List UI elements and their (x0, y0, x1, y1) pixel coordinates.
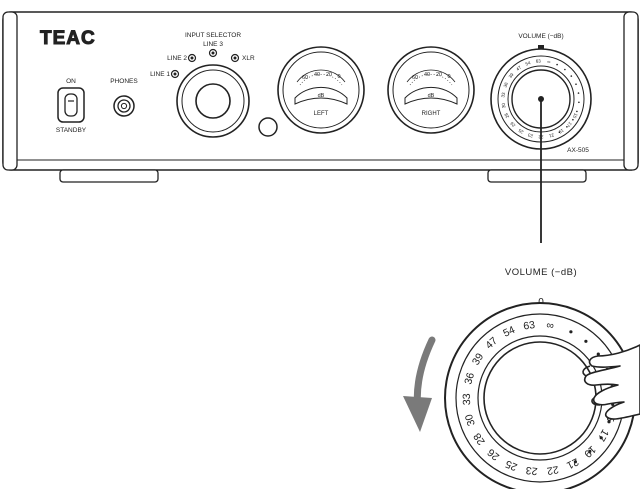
left-meter-tick-label: 40 (314, 72, 320, 78)
volume-knob-scale-label: 30 (501, 102, 507, 108)
right-meter-tick-label: 0 (447, 74, 450, 80)
volume-detail-scale-label: 54 (501, 324, 517, 340)
left-meter-tick-label: 20 (326, 72, 332, 78)
input-selector-knob[interactable] (176, 64, 250, 138)
volume-detail-scale-label: ∞ (546, 319, 555, 332)
volume-detail-scale-label: 30 (463, 412, 478, 427)
volume-detail-scale-tick (599, 436, 603, 440)
input-line2-indicator (187, 53, 197, 63)
volume-detail-scale-label: 25 (504, 457, 520, 473)
volume-detail-scale-tick (569, 330, 573, 334)
right-meter-tick-label: 40 (424, 72, 430, 78)
volume-zero-marker (538, 45, 544, 50)
left-foot (59, 169, 159, 183)
volume-knob-scale-tick (566, 126, 568, 128)
volume-knob-scale-label: ∞ (547, 59, 551, 65)
volume-knob-scale-label: 17 (565, 121, 572, 128)
volume-knob-scale-label: 47 (515, 65, 522, 72)
right-foot (487, 169, 587, 183)
volume-detail-scale-tick (596, 352, 600, 356)
phones-jack[interactable] (113, 95, 135, 117)
volume-knob-scale-label: 25 (517, 127, 524, 134)
volume-detail-scale-label: 39 (470, 351, 486, 367)
left-vu-meter (277, 46, 365, 134)
input-line2-label: LINE 2 (167, 55, 187, 62)
input-xlr-indicator (230, 53, 240, 63)
left-meter-unit: dB (318, 93, 325, 99)
right-vu-meter (387, 46, 475, 134)
volume-knob-scale-tick (556, 63, 558, 66)
volume-detail-scale-tick (584, 339, 588, 343)
input-selector-title: INPUT SELECTOR (185, 32, 241, 39)
volume-detail-scale-label: 22 (546, 463, 560, 477)
phones-label: PHONES (110, 78, 138, 85)
indicator-lamp (258, 117, 278, 137)
volume-detail-scale-label: 36 (462, 371, 477, 386)
volume-knob-scale-tick (570, 75, 573, 77)
volume-knob-scale-label: 36 (503, 81, 510, 88)
left-side-cheek (2, 11, 18, 171)
volume-detail-scale-tick (607, 420, 611, 424)
volume-detail-scale-label: 63 (523, 319, 536, 333)
right-meter-tick-label: 20 (436, 72, 442, 78)
input-line3-indicator (208, 48, 218, 58)
input-line1-indicator (170, 69, 180, 79)
volume-detail-scale-label: 33 (461, 393, 473, 405)
volume-knob-scale-tick (577, 92, 580, 94)
volume-knob-scale-label: 19 (557, 128, 564, 135)
volume-knob-scale-tick (576, 110, 578, 113)
volume-knob-scale-label: 15 (572, 112, 579, 119)
volume-knob-scale-label: 33 (500, 92, 506, 98)
volume-detail-scale-tick (588, 449, 592, 453)
power-standby-label: STANDBY (56, 127, 87, 134)
right-side-cheek (623, 11, 639, 171)
volume-detail-scale-label: 21 (565, 455, 581, 471)
volume-knob-scale-tick (558, 131, 561, 133)
left-meter-tick-label: 60 (302, 75, 308, 81)
volume-detail-scale-label: 17 (595, 427, 611, 443)
volume-detail-scale-tick (573, 460, 578, 464)
volume-knob-scale-label: 28 (503, 112, 510, 119)
hand-icon (582, 344, 640, 420)
volume-knob-scale-tick (572, 118, 574, 121)
input-xlr-label: XLR (242, 55, 255, 62)
model-name: AX-505 (567, 147, 589, 154)
input-line1-label: LINE 1 (150, 71, 170, 78)
volume-knob-scale-tick (564, 68, 566, 71)
right-meter-channel-label: RIGHT (422, 111, 441, 117)
left-meter-channel-label: LEFT (314, 111, 329, 117)
rotation-arrow-icon (403, 336, 436, 432)
volume-detail-scale-label: 23 (525, 464, 538, 477)
leader-line (538, 96, 544, 243)
volume-knob-scale-label: 63 (536, 58, 542, 63)
volume-title: VOLUME (−dB) (518, 33, 563, 40)
volume-detail-title: VOLUME (−dB) (505, 267, 577, 278)
volume-knob-scale-label: 21 (548, 132, 555, 138)
volume-knob-detail (444, 302, 636, 489)
volume-knob-scale-label: 23 (527, 132, 534, 138)
volume-knob-scale-label: 54 (525, 60, 532, 67)
left-meter-tick-label: 0 (337, 74, 340, 80)
volume-knob-scale-tick (575, 83, 577, 85)
volume-detail-scale-label: 28 (471, 430, 488, 447)
right-meter-tick-label: 60 (412, 75, 418, 81)
volume-knob-scale-tick (578, 101, 580, 104)
brand-logo: TEAC (40, 28, 96, 49)
power-on-label: ON (66, 78, 76, 85)
right-meter-unit: dB (428, 93, 435, 99)
power-switch[interactable] (57, 87, 85, 123)
volume-knob-scale-label: 39 (508, 72, 515, 79)
input-line3-label: LINE 3 (203, 41, 223, 48)
volume-knob-scale-label: 26 (509, 121, 516, 128)
